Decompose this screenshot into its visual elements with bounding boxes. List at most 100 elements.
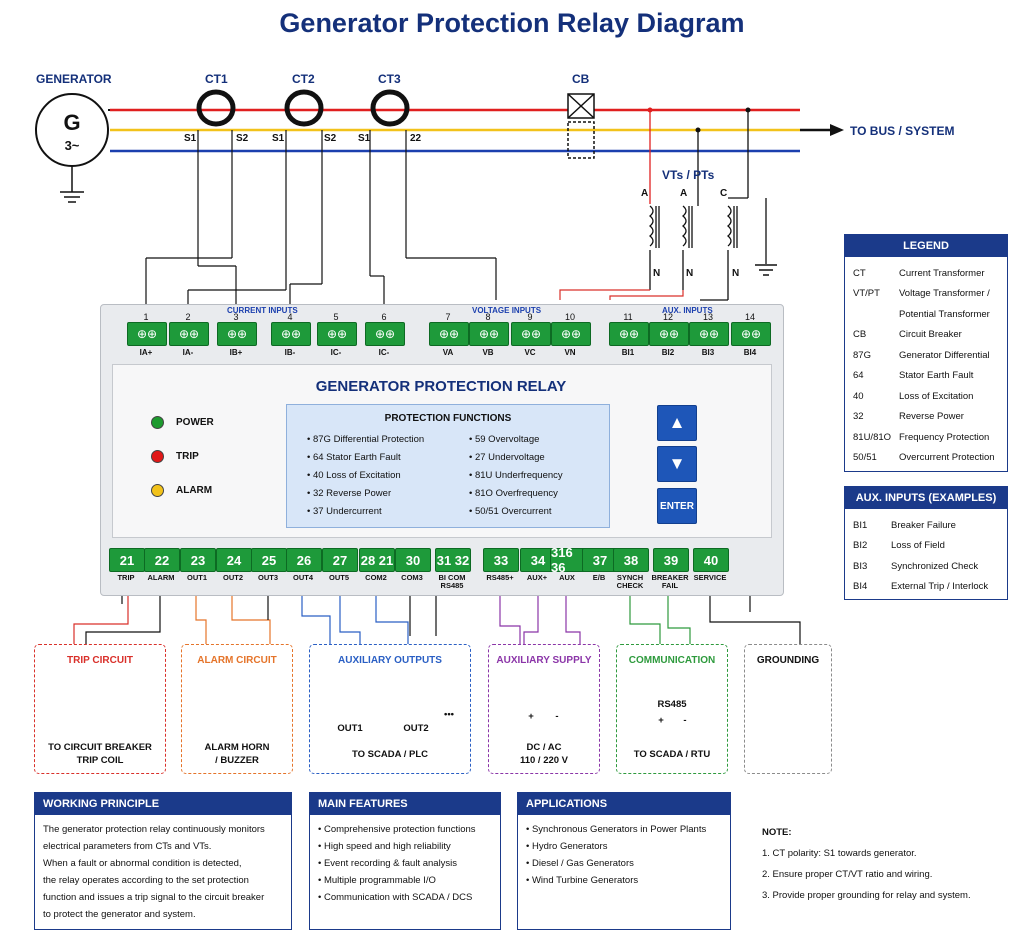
ct1-s1: S1 [184, 133, 197, 144]
terminal-block[interactable]: ⊕⊕ [609, 322, 649, 346]
terminal-block[interactable]: ⊕⊕ [217, 322, 257, 346]
top-terminal-label: IB+ [229, 348, 243, 357]
bottom-terminal-block[interactable]: 39 [653, 548, 689, 572]
terminal-block[interactable]: ⊕⊕ [649, 322, 689, 346]
alarm-led-label: ALARM [176, 485, 213, 496]
terminal-block[interactable]: ⊕⊕ [731, 322, 771, 346]
feature-item: High speed and high reliability [318, 838, 492, 855]
bottom-terminal-label: OUT1 [186, 573, 207, 582]
applications-title: APPLICATIONS [518, 793, 730, 815]
top-terminal-label: BI2 [661, 348, 675, 357]
vt-phase-a2: A [680, 188, 688, 199]
grounding-box: GROUNDING [744, 644, 832, 774]
terminal-block[interactable]: ⊕⊕ [689, 322, 729, 346]
terminal-block[interactable]: ⊕⊕ [271, 322, 311, 346]
protection-item: 50/51 Overcurrent [469, 503, 563, 521]
legend-key: 50/51 [853, 452, 877, 464]
aux-example-row: BI3 Synchronized Check [853, 556, 999, 577]
aux-example-value: External Trip / Interlock [891, 581, 989, 593]
bottom-terminal-block[interactable]: 27 [322, 548, 358, 572]
top-terminal-number: 4 [287, 312, 293, 322]
aux-example-value: Breaker Failure [891, 519, 956, 531]
communication-box: COMMUNICATION RS485 + - TO SCADA / RTU [616, 644, 728, 774]
working-line: to protect the generator and system. [43, 909, 196, 920]
bottom-terminal-label: OUT5 [328, 573, 349, 582]
bottom-terminal-label: OUT3 [257, 573, 278, 582]
enter-button[interactable]: ENTER [657, 488, 697, 524]
applications-panel: APPLICATIONS Synchronous Generators in P… [517, 792, 731, 930]
up-arrow-button[interactable]: ▲ [657, 405, 697, 441]
terminal-block[interactable]: ⊕⊕ [317, 322, 357, 346]
working-principle-panel: WORKING PRINCIPLE The generator protecti… [34, 792, 292, 930]
protection-item: 27 Undervoltage [469, 449, 563, 467]
legend-key: 81U/81O [853, 431, 892, 443]
terminal-block[interactable]: ⊕⊕ [127, 322, 167, 346]
bottom-terminal-block[interactable]: 23 [180, 548, 216, 572]
legend-key: CB [853, 329, 867, 341]
terminal-block[interactable]: ⊕⊕ [169, 322, 209, 346]
aux-example-key: BI1 [853, 519, 868, 531]
working-line: When a fault or abnormal condition is de… [43, 858, 242, 869]
bottom-terminal-block[interactable]: 28 21 [359, 548, 395, 572]
terminal-block[interactable]: ⊕⊕ [551, 322, 591, 346]
out2-label: OUT2 [403, 723, 429, 734]
aux-example-key: BI3 [853, 560, 868, 572]
communication-caption: TO SCADA / RTU [633, 749, 711, 760]
bottom-terminal-block[interactable]: 21 [109, 548, 145, 572]
top-terminal-label: VA [442, 348, 454, 357]
bottom-terminal-block[interactable]: 22 [144, 548, 180, 572]
top-terminal-number: 7 [445, 312, 451, 322]
terminal-block[interactable]: ⊕⊕ [429, 322, 469, 346]
aux-example-key: BI2 [853, 540, 868, 552]
bottom-terminal-block[interactable]: 24 [216, 548, 252, 572]
legend-row: CT Current Transformer [853, 263, 999, 284]
aux-inputs-examples-panel: AUX. INPUTS (EXAMPLES) BI1 Breaker Failur… [844, 486, 1008, 600]
trip-circuit-title: TRIP CIRCUIT [67, 655, 133, 666]
top-terminal-label: IB- [284, 348, 296, 357]
bottom-terminal-block[interactable]: 33 [483, 548, 519, 572]
alarm-circuit-title: ALARM CIRCUIT [197, 655, 277, 666]
protection-functions-panel: PROTECTION FUNCTIONS 87G Differential Pr… [286, 404, 610, 528]
bottom-terminal-block[interactable]: 38 [613, 548, 649, 572]
down-arrow-button[interactable]: ▼ [657, 446, 697, 482]
bottom-terminal-block[interactable]: 316 36 [550, 545, 586, 575]
vt-coils-icon [648, 198, 767, 300]
legend-value: Current Transformer [899, 267, 985, 279]
top-terminal-label: IA+ [139, 348, 153, 357]
aux-inputs-examples-title: AUX. INPUTS (EXAMPLES) [845, 487, 1007, 509]
vt-ground-icon [755, 264, 777, 276]
bottom-terminal-block[interactable]: 31 32 [435, 548, 471, 572]
legend-key: CT [853, 267, 866, 279]
bottom-terminal-block[interactable]: 26 [286, 548, 322, 572]
bottom-terminal-block[interactable]: 37 [582, 548, 618, 572]
legend-value: Overcurrent Protection [899, 452, 995, 464]
top-terminal-label: VN [564, 348, 576, 357]
top-terminal-number: 14 [744, 312, 755, 322]
bottom-terminal-block[interactable]: 40 [693, 548, 729, 572]
terminal-block[interactable]: ⊕⊕ [469, 322, 509, 346]
ct2-s2: S2 [324, 133, 337, 144]
power-led-label: POWER [176, 417, 214, 428]
bottom-terminal-block[interactable]: 25 [251, 548, 287, 572]
ct1-label: CT1 [205, 72, 228, 86]
cb-label: CB [572, 72, 590, 86]
note-item: 2. Ensure proper CT/VT ratio and wiring. [762, 869, 933, 880]
top-terminal-label: VC [524, 348, 536, 357]
terminal-block[interactable]: ⊕⊕ [511, 322, 551, 346]
to-bus-label: TO BUS / SYSTEM [850, 124, 955, 138]
top-terminal-number: 6 [381, 312, 387, 322]
top-terminal-label: IC- [330, 348, 342, 357]
terminal-block[interactable]: ⊕⊕ [365, 322, 405, 346]
note-item: 1. CT polarity: S1 towards generator. [762, 848, 917, 859]
application-item: Synchronous Generators in Power Plants [526, 821, 722, 838]
top-terminal-number: 5 [333, 312, 339, 322]
bottom-terminal-label: AUX [559, 573, 575, 582]
aux-example-value: Synchronized Check [891, 560, 979, 572]
bottom-terminal-block[interactable]: 30 [395, 548, 431, 572]
vt-label: VTs / PTs [662, 168, 715, 182]
